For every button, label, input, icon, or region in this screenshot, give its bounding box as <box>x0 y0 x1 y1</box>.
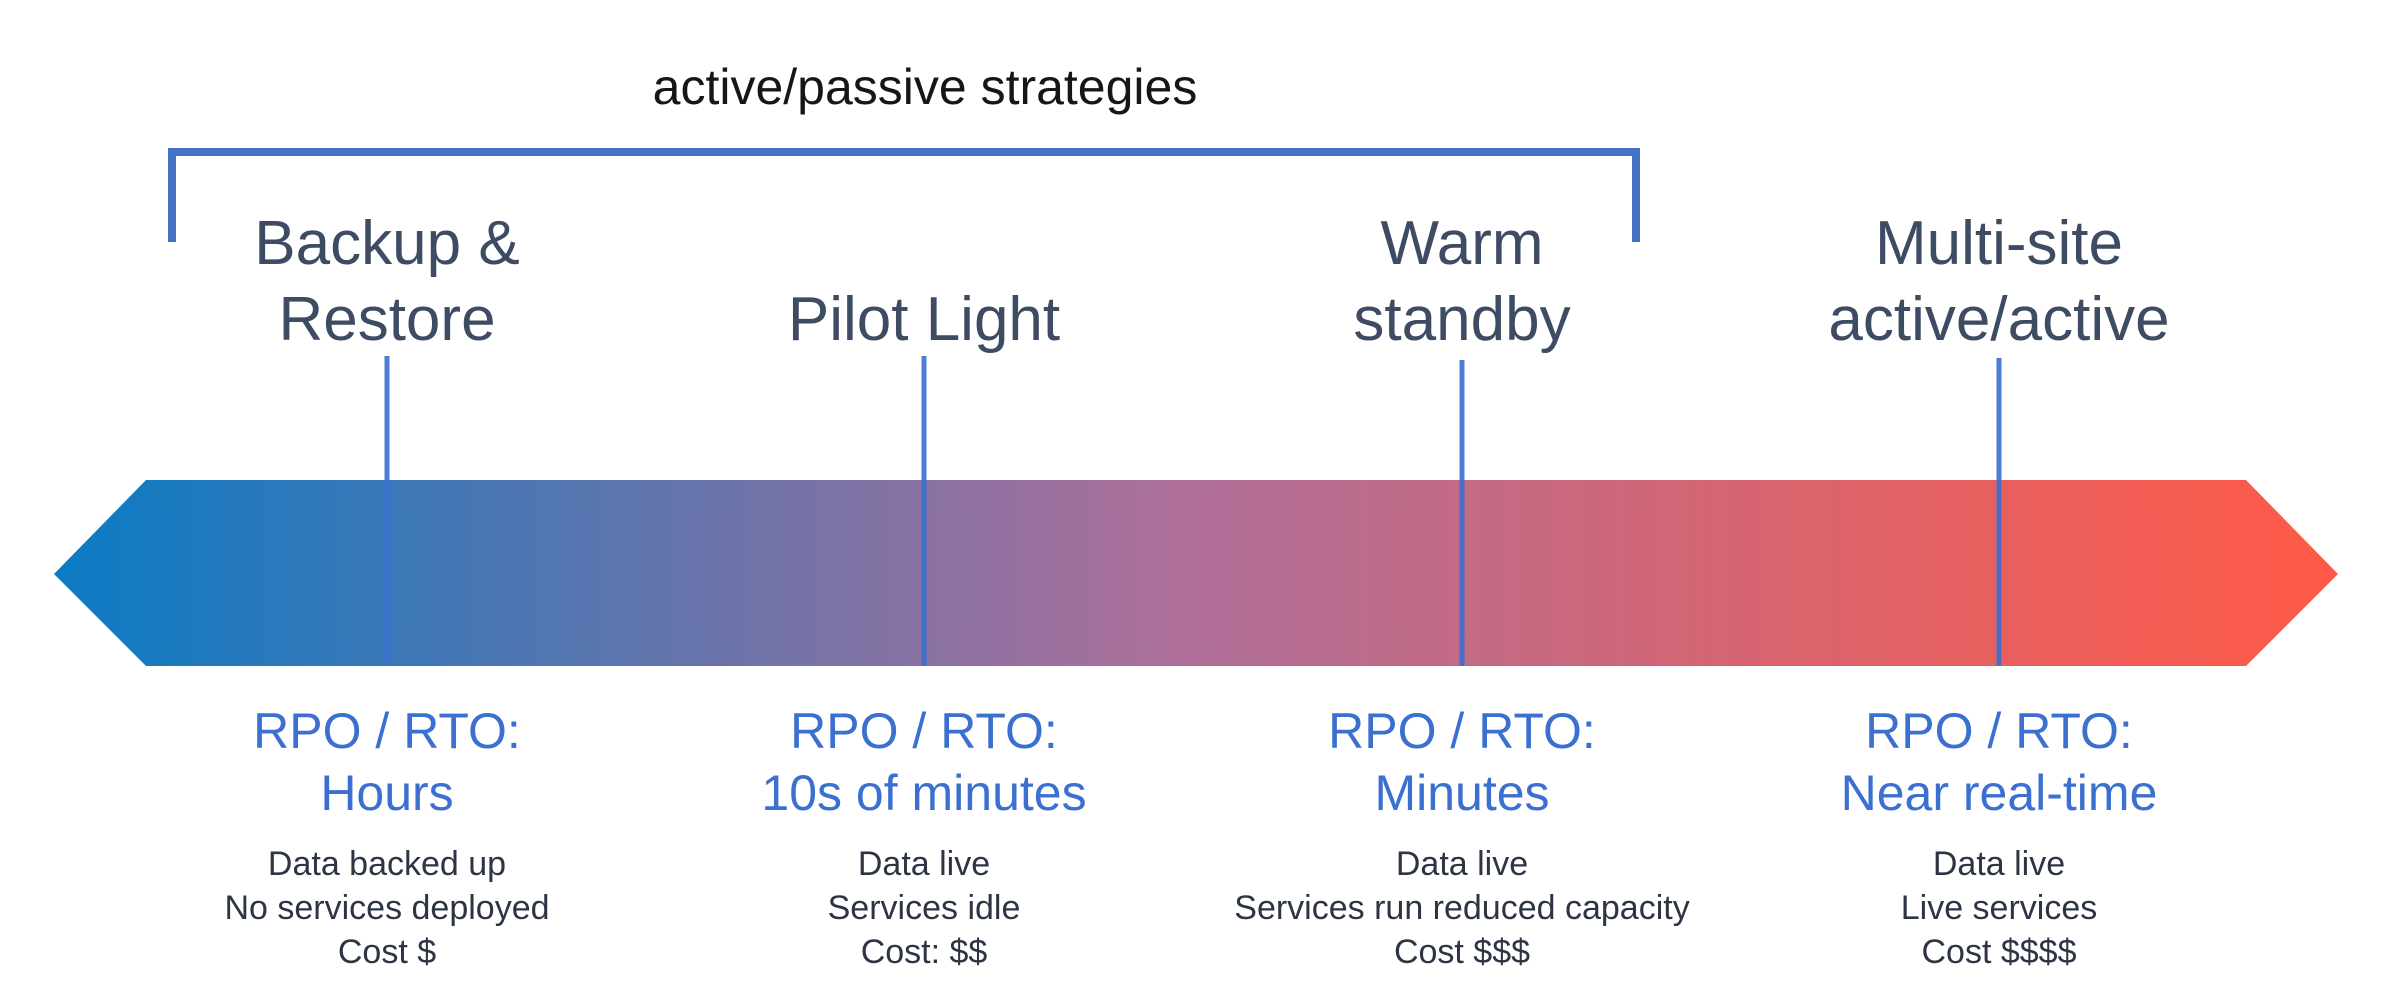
detail-line: No services deployed <box>224 889 550 927</box>
active-passive-bracket <box>168 148 1640 242</box>
strategy-title-pilot-light: Pilot Light <box>664 206 1184 358</box>
strategy-title-line1: Backup & <box>254 209 520 278</box>
strategy-details: Data live Services idle Cost: $$ <box>644 842 1204 974</box>
detail-line: Cost $$$ <box>1393 933 1531 971</box>
strategy-title-line1: Warm <box>1380 209 1544 278</box>
strategy-title-warm-standby: Warm standby <box>1202 206 1722 358</box>
detail-line: Cost $ <box>337 933 437 971</box>
active-passive-label: active/passive strategies <box>652 59 1198 115</box>
rpo-label: RPO / RTO: <box>1865 703 2133 759</box>
detail-line: Data backed up <box>267 845 507 883</box>
rpo-block-warm-standby: RPO / RTO: Minutes Data live Services ru… <box>1182 700 1742 974</box>
strategy-title-line2: standby <box>1353 285 1571 354</box>
detail-line: Cost $$$$ <box>1921 933 2077 971</box>
strategy-title-multi-site: Multi-site active/active <box>1739 206 2259 358</box>
detail-line: Services idle <box>827 889 1021 927</box>
rpo-value: Near real-time <box>1840 765 2158 821</box>
strategy-title-backup-restore: Backup & Restore <box>127 206 647 358</box>
rpo-label: RPO / RTO: <box>790 703 1058 759</box>
detail-line: Cost: $$ <box>860 933 988 971</box>
strategy-details: Data live Services run reduced capacity … <box>1182 842 1742 974</box>
rpo-value: Hours <box>320 765 454 821</box>
strategy-title-line2: Pilot Light <box>787 285 1061 354</box>
detail-line: Data live <box>857 845 991 883</box>
strategy-details: Data live Live services Cost $$$$ <box>1719 842 2279 974</box>
strategy-title-line1 <box>664 206 1184 282</box>
rpo-label: RPO / RTO: <box>1328 703 1596 759</box>
strategy-title-line1: Multi-site <box>1874 209 2124 278</box>
strategy-title-line2: Restore <box>278 285 496 354</box>
strategy-title-line2: active/active <box>1828 285 2170 354</box>
detail-line: Data live <box>1395 845 1529 883</box>
rpo-block-pilot-light: RPO / RTO: 10s of minutes Data live Serv… <box>644 700 1204 974</box>
detail-line: Live services <box>1900 889 2098 927</box>
spectrum-arrow <box>54 480 2338 666</box>
rpo-block-multi-site: RPO / RTO: Near real-time Data live Live… <box>1719 700 2279 974</box>
detail-line: Services run reduced capacity <box>1234 889 1690 927</box>
detail-line: Data live <box>1932 845 2066 883</box>
rpo-value: Minutes <box>1374 765 1550 821</box>
strategy-details: Data backed up No services deployed Cost… <box>107 842 667 974</box>
rpo-label: RPO / RTO: <box>253 703 521 759</box>
rpo-block-backup-restore: RPO / RTO: Hours Data backed up No servi… <box>107 700 667 974</box>
rpo-value: 10s of minutes <box>761 765 1087 821</box>
